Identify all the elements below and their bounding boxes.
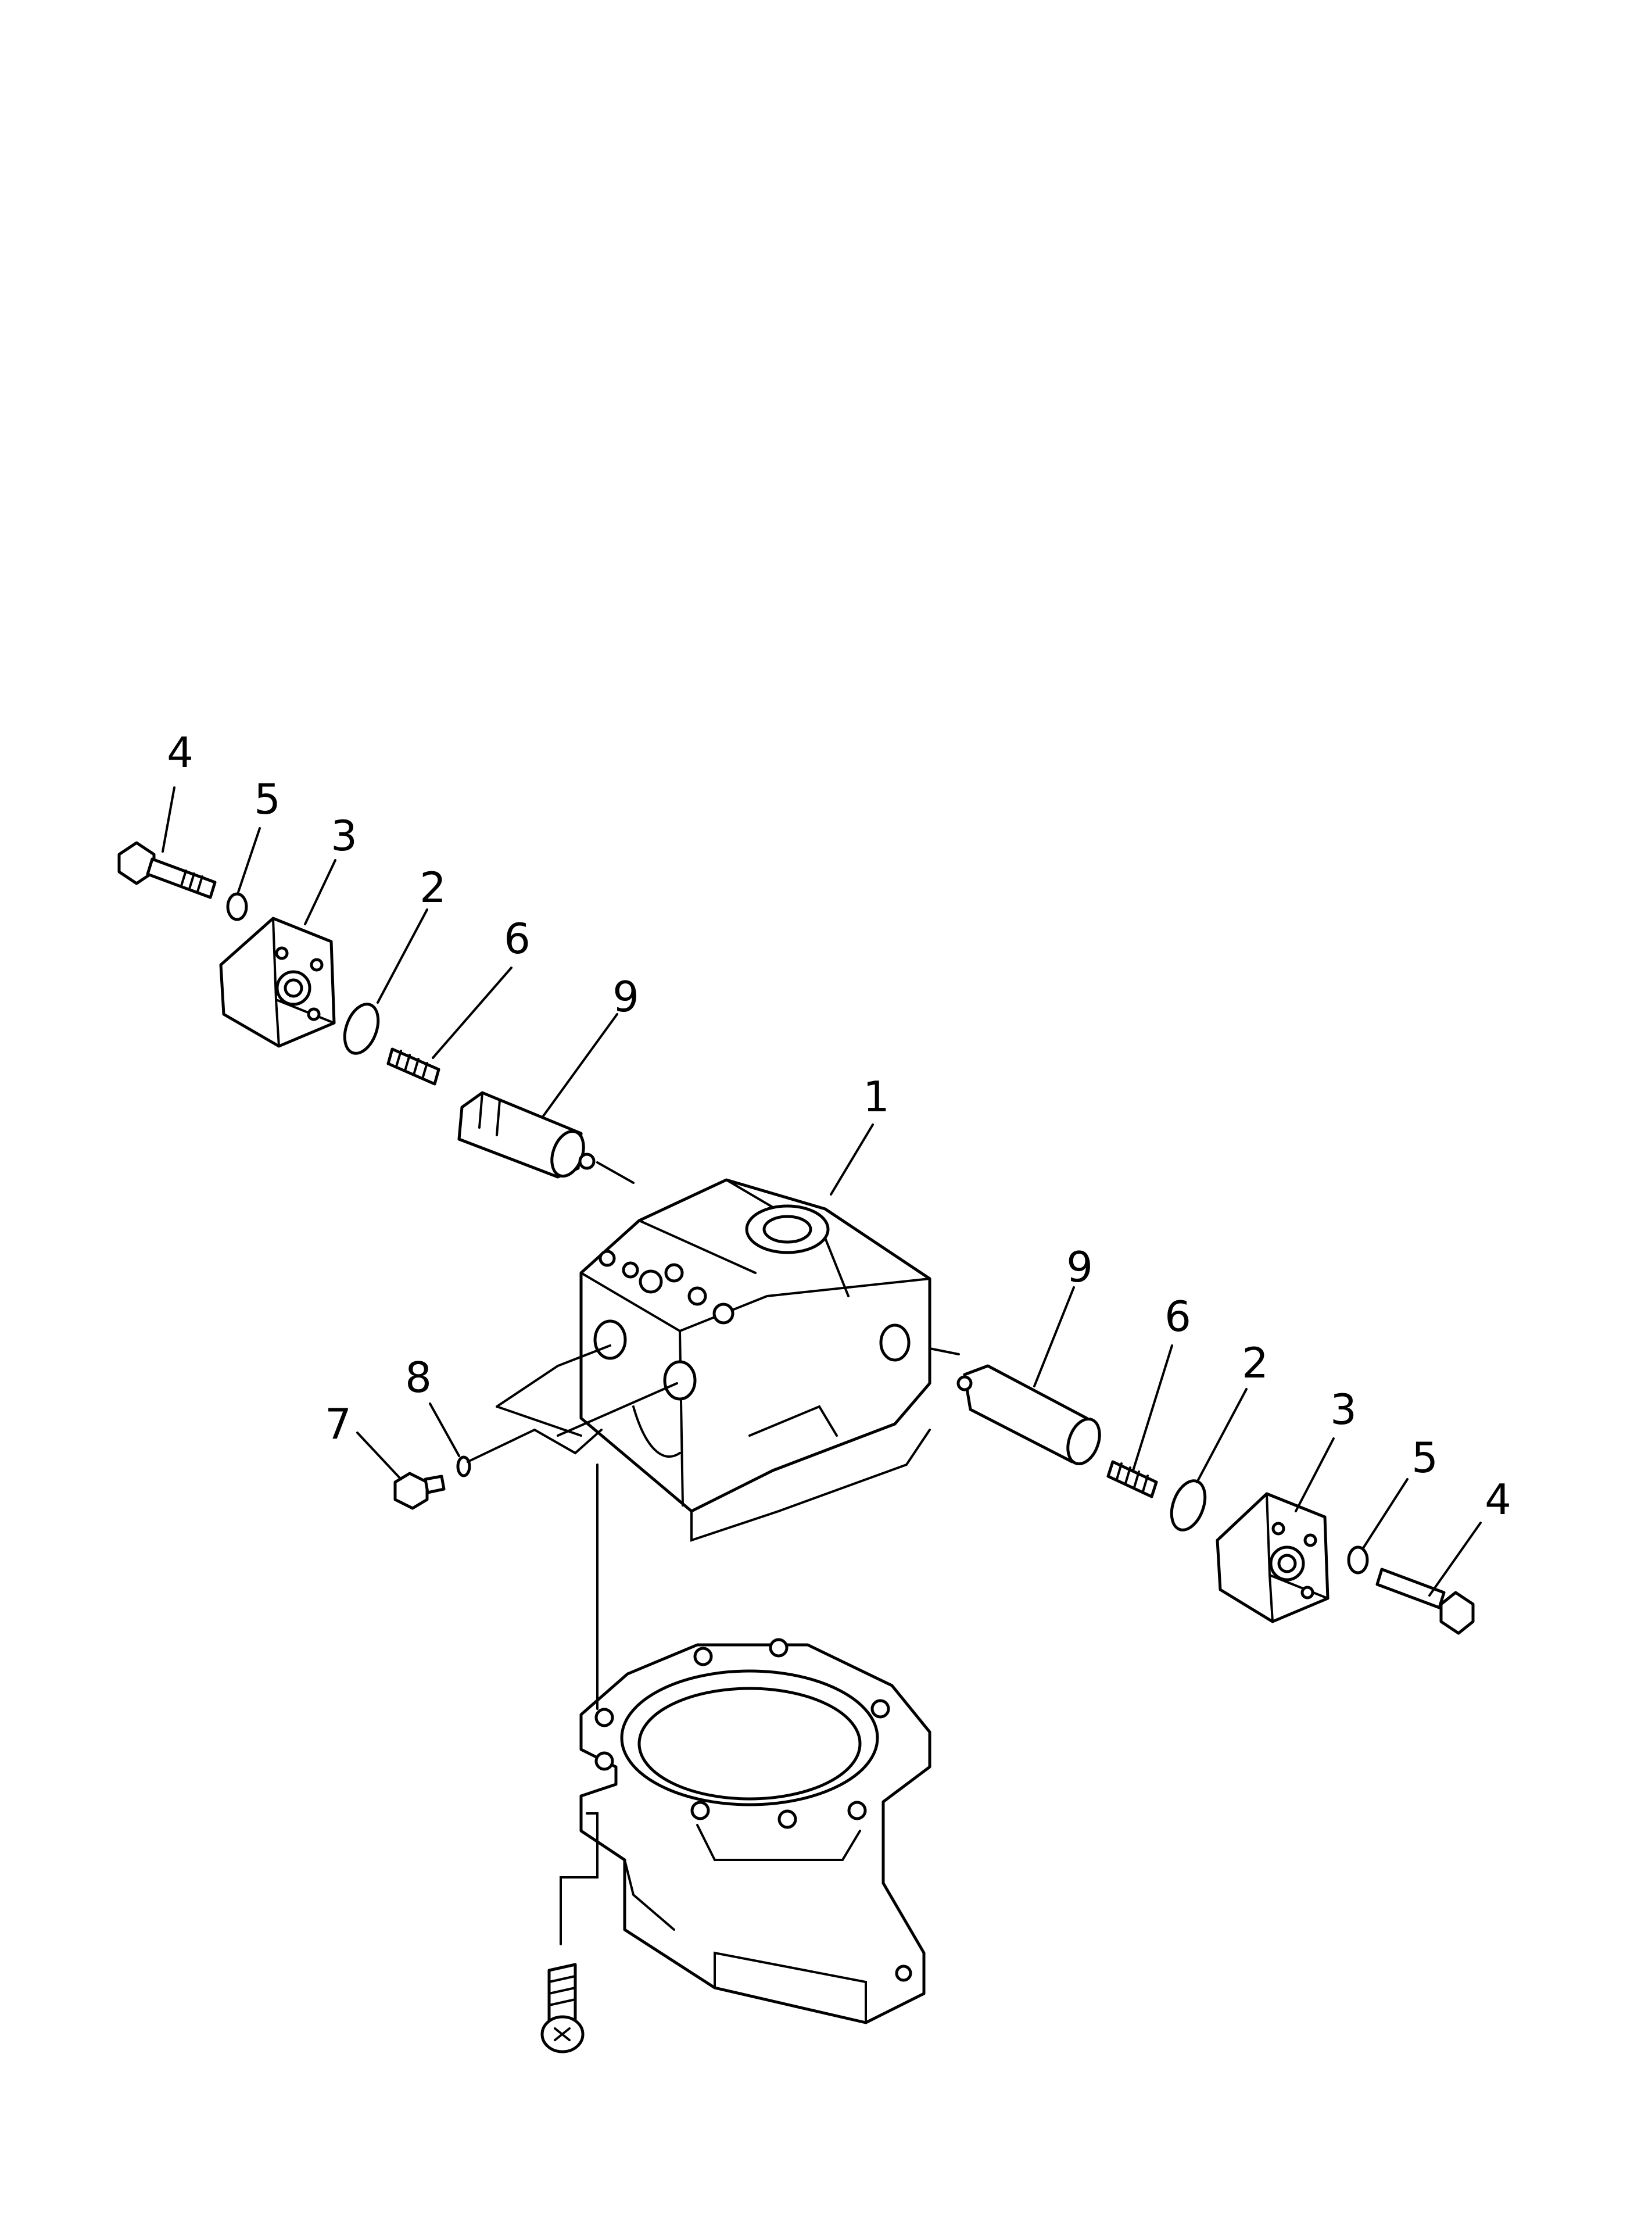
washer-right [1347, 1545, 1369, 1575]
o-ring-right [1170, 1479, 1207, 1532]
flange-cover-right [1216, 1492, 1330, 1623]
callout-4-left: 4 [167, 728, 193, 777]
main-valve-body [579, 1178, 931, 1542]
leader-lines [162, 786, 1482, 1597]
spring-left [386, 1047, 440, 1086]
callout-6-left: 6 [504, 914, 531, 963]
spool-valve-right [956, 1364, 1101, 1466]
bolt-right [1375, 1568, 1475, 1635]
callout-2-right: 2 [1242, 1339, 1268, 1387]
callout-3-left: 3 [331, 811, 357, 860]
washer-left [226, 892, 248, 921]
callout-9-left: 9 [612, 972, 639, 1021]
plug [393, 1472, 446, 1510]
callout-4-right: 4 [1485, 1475, 1511, 1524]
housing [579, 1638, 931, 2024]
assembly-lines [467, 1161, 960, 1945]
callout-7: 7 [325, 1400, 352, 1448]
socket-bolt [540, 1963, 585, 2053]
callout-3-right: 3 [1330, 1385, 1357, 1434]
callout-5-right: 5 [1411, 1433, 1438, 1482]
spool-valve-left [457, 1091, 596, 1179]
callout-8: 8 [405, 1353, 432, 1402]
bolt-left [117, 841, 217, 899]
callout-5-left: 5 [254, 775, 281, 824]
callout-1: 1 [863, 1072, 890, 1121]
callout-labels: 4 5 3 2 6 9 1 9 6 2 3 5 4 8 7 [167, 728, 1511, 1524]
spring-right [1106, 1460, 1158, 1498]
callout-9-right: 9 [1066, 1243, 1093, 1291]
callout-2-left: 2 [420, 863, 446, 912]
o-ring-small [456, 1455, 471, 1477]
o-ring-left [343, 1003, 380, 1055]
callout-6-right: 6 [1164, 1292, 1191, 1341]
flange-cover-left [219, 917, 336, 1048]
